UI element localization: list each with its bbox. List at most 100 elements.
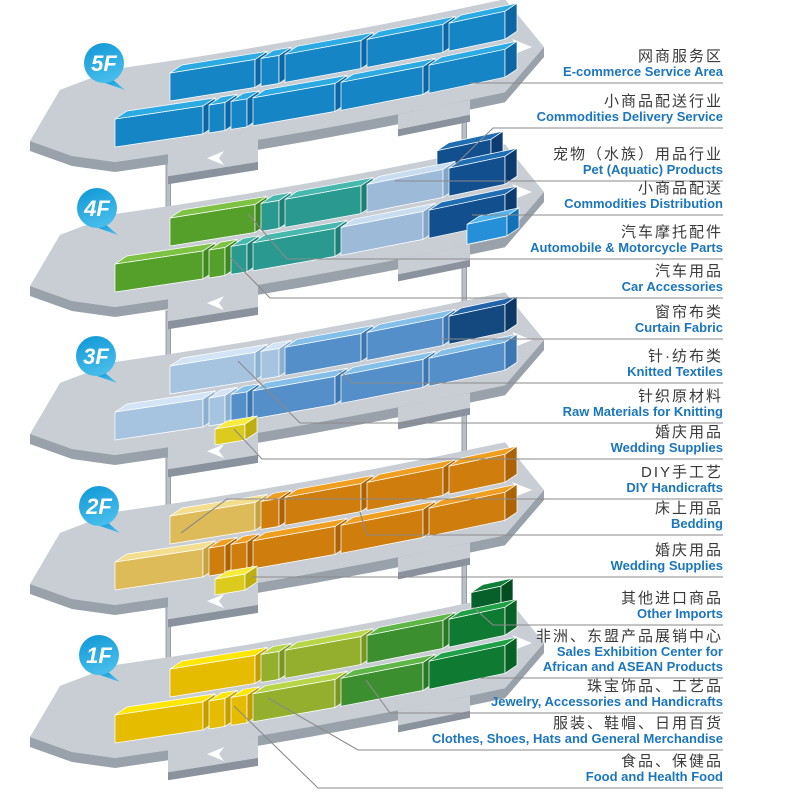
block-face-top — [252, 671, 348, 695]
block-face-top — [230, 533, 260, 545]
block-face-top — [260, 47, 292, 59]
block-face-long — [260, 54, 280, 87]
block-face-top — [284, 177, 374, 200]
floor-badge-text: 4F — [83, 196, 110, 221]
block-green — [169, 195, 268, 247]
block-face-long — [260, 497, 280, 530]
block-face-top — [428, 636, 518, 662]
block-face-top — [208, 387, 238, 399]
block-darkblue — [448, 147, 518, 197]
block-face-top — [340, 654, 436, 679]
block-face-top — [284, 32, 374, 55]
block-face-top — [260, 192, 292, 204]
floor-5f — [30, 0, 544, 185]
block-face-top — [208, 690, 238, 702]
floor-badge-2f: 2F — [79, 486, 120, 533]
block-face-top — [366, 160, 456, 185]
block-paleblue4 — [366, 160, 456, 213]
block-face-top — [340, 351, 436, 376]
platform-tab-edge — [398, 557, 470, 580]
platform-tab-edge — [398, 259, 470, 282]
block-blue — [340, 57, 436, 111]
block-face-top — [230, 235, 260, 247]
block-face-long — [230, 243, 248, 275]
block-orange — [448, 445, 518, 495]
block-face-top — [284, 475, 374, 498]
platform-tab — [398, 695, 470, 726]
floor-badge-text: 1F — [86, 643, 112, 668]
callout-lines — [180, 82, 723, 789]
platform-tab-edge — [168, 454, 258, 478]
platform-tab — [398, 99, 470, 130]
block-face-top — [252, 518, 348, 542]
callout-line-12 — [359, 511, 723, 536]
block-midblue3 — [340, 350, 436, 404]
block-darkgreen — [428, 636, 518, 690]
block-face-top — [340, 501, 436, 526]
block-face-top — [252, 75, 348, 99]
block-face-top — [366, 611, 456, 636]
callout-line-16 — [365, 679, 723, 714]
platform-tab-edge — [168, 757, 258, 781]
block-face-top — [284, 628, 374, 651]
block-face-top — [252, 368, 348, 392]
floor-badge-5f: 5F — [84, 43, 125, 90]
block-face-top — [340, 203, 436, 228]
block-blue — [428, 40, 518, 94]
block-face-top — [448, 295, 518, 317]
block-face-top — [214, 415, 258, 430]
floor-badge-4f: 4F — [77, 188, 118, 235]
platform-tab — [398, 542, 470, 573]
block-face-long — [208, 101, 226, 134]
block-face-long — [208, 697, 226, 730]
floor-badge-text: 3F — [83, 344, 109, 369]
block-face-long — [230, 98, 248, 130]
block-face-top — [208, 239, 238, 251]
block-face-top — [169, 51, 268, 74]
block-blue — [448, 2, 518, 52]
block-face-top — [448, 598, 518, 620]
block-face-top — [169, 344, 268, 367]
callout-line-6 — [230, 257, 723, 299]
block-face-top — [366, 308, 456, 333]
platform-tab-edge — [168, 161, 258, 185]
block-yellowsm — [214, 415, 258, 446]
platform-tab-edge — [398, 710, 470, 733]
block-face-top — [466, 207, 520, 225]
block-face-top — [114, 540, 216, 563]
block-face-top — [114, 693, 216, 716]
block-face-top — [214, 565, 258, 580]
block-face-top — [208, 94, 238, 106]
block-green — [114, 242, 216, 293]
walkway-arrow-icon — [207, 594, 224, 609]
block-face-top — [114, 390, 216, 413]
block-face-top — [230, 383, 260, 395]
walkway-arrow-icon — [207, 296, 224, 311]
walkway-arrow-icon — [207, 444, 224, 459]
block-face-long — [260, 199, 280, 232]
platform-tab-edge — [398, 114, 470, 137]
block-face-top — [260, 340, 292, 352]
walkway-arrow-icon — [207, 747, 224, 762]
block-face-top — [114, 242, 216, 265]
block-face-long — [208, 394, 226, 427]
block-face-long — [260, 347, 280, 380]
callout-line-18 — [233, 705, 723, 789]
platform-tab — [398, 392, 470, 423]
block-face-top — [114, 97, 216, 120]
block-darknavy — [448, 295, 518, 345]
block-darkgreen — [448, 598, 518, 648]
floor-3f — [30, 292, 544, 478]
block-face-top — [230, 686, 260, 698]
block-face-top — [284, 325, 374, 348]
block-face-top — [366, 15, 456, 40]
block-yellowsm — [214, 565, 258, 596]
floor-badge-1f: 1F — [79, 635, 120, 682]
block-face-top — [169, 196, 268, 219]
callout-line-17 — [267, 697, 723, 751]
block-face-top — [448, 445, 518, 467]
callout-line-8 — [339, 370, 723, 384]
block-face-long — [208, 544, 226, 577]
